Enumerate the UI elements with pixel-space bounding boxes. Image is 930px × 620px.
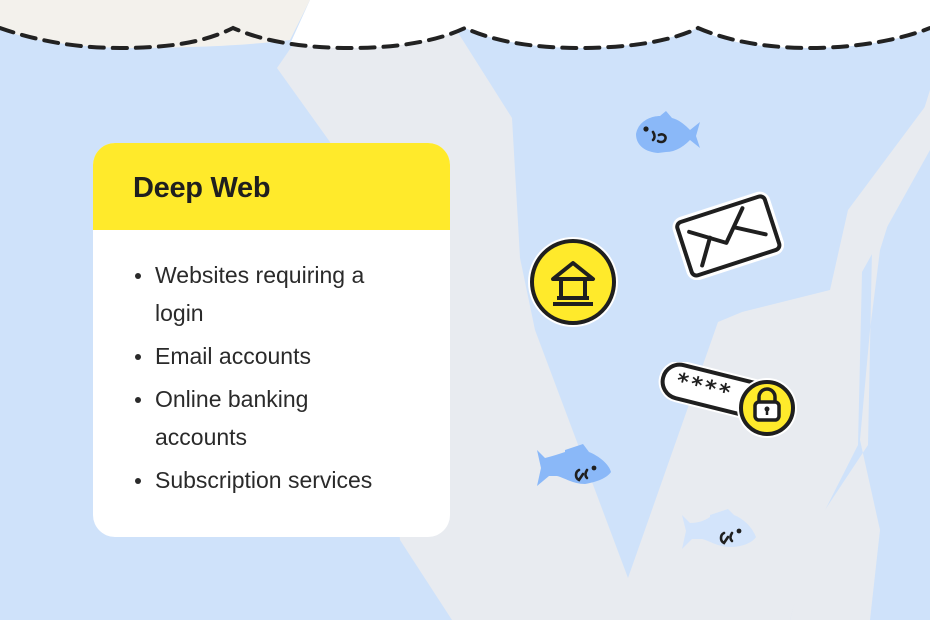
list-item: Email accounts: [135, 337, 430, 375]
top-beige-area: [0, 0, 310, 48]
deep-web-card: Deep Web Websites requiring a login Emai…: [93, 143, 450, 537]
card-title: Deep Web: [133, 172, 271, 204]
list-item: Subscription services: [135, 461, 430, 499]
top-white-area: [290, 0, 930, 48]
fish-icon: [537, 444, 611, 486]
bank-icon: [528, 237, 618, 327]
password-lock-illustration: ****: [655, 362, 805, 442]
fish-icon: [682, 509, 756, 549]
deep-web-list: Websites requiring a login Email account…: [93, 230, 450, 499]
envelope-icon: [672, 191, 784, 280]
dashed-wave-divider: [0, 25, 930, 51]
card-header: Deep Web: [93, 143, 450, 230]
fish-icon: [636, 111, 700, 153]
grey-right-arm: [790, 90, 930, 620]
list-item: Online banking accounts: [135, 380, 355, 456]
list-item: Websites requiring a login: [135, 256, 395, 332]
